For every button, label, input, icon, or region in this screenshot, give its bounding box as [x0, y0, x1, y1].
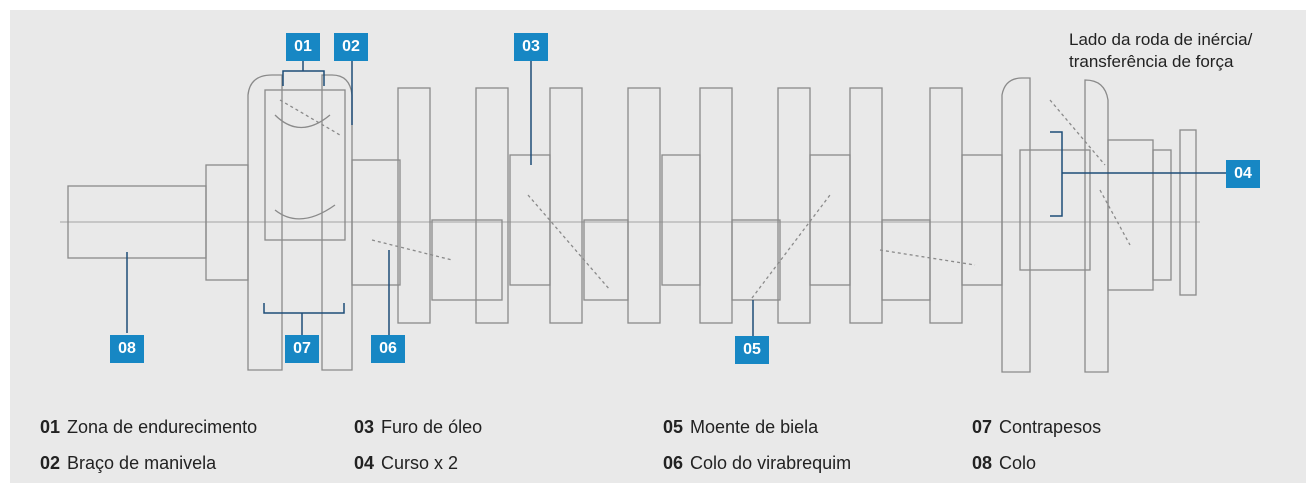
legend-item-04: 04 Curso x 2 [354, 453, 458, 474]
side-note-line1: Lado da roda de inércia/ [1069, 30, 1253, 49]
side-note-line2: transferência de força [1069, 52, 1234, 71]
callout-02: 02 [334, 33, 368, 61]
legend-label: Moente de biela [690, 417, 819, 437]
legend-label: Curso x 2 [381, 453, 459, 473]
legend-item-02: 02 Braço de manivela [40, 453, 216, 474]
callout-07: 07 [285, 335, 319, 363]
legend-number: 08 [972, 453, 993, 473]
legend-label: Colo do virabrequim [690, 453, 852, 473]
callout-06: 06 [371, 335, 405, 363]
legend-number: 02 [40, 453, 61, 473]
legend-number: 01 [40, 417, 61, 437]
legend-item-03: 03 Furo de óleo [354, 417, 482, 438]
callout-04: 04 [1226, 160, 1260, 188]
legend-number: 04 [354, 453, 375, 473]
legend-label: Furo de óleo [381, 417, 483, 437]
legend-item-05: 05 Moente de biela [663, 417, 818, 438]
legend-item-08: 08 Colo [972, 453, 1036, 474]
callout-03: 03 [514, 33, 548, 61]
legend-label: Colo [999, 453, 1037, 473]
legend-item-07: 07 Contrapesos [972, 417, 1101, 438]
callout-01: 01 [286, 33, 320, 61]
legend-item-06: 06 Colo do virabrequim [663, 453, 851, 474]
legend-label: Braço de manivela [67, 453, 217, 473]
callout-08: 08 [110, 335, 144, 363]
legend-number: 05 [663, 417, 684, 437]
legend-number: 03 [354, 417, 375, 437]
legend-item-01: 01 Zona de endurecimento [40, 417, 257, 438]
legend-number: 06 [663, 453, 684, 473]
callout-05: 05 [735, 336, 769, 364]
legend-label: Zona de endurecimento [67, 417, 258, 437]
legend-label: Contrapesos [999, 417, 1102, 437]
legend-number: 07 [972, 417, 993, 437]
flywheel-side-note: Lado da roda de inércia/ transferência d… [1069, 29, 1299, 73]
